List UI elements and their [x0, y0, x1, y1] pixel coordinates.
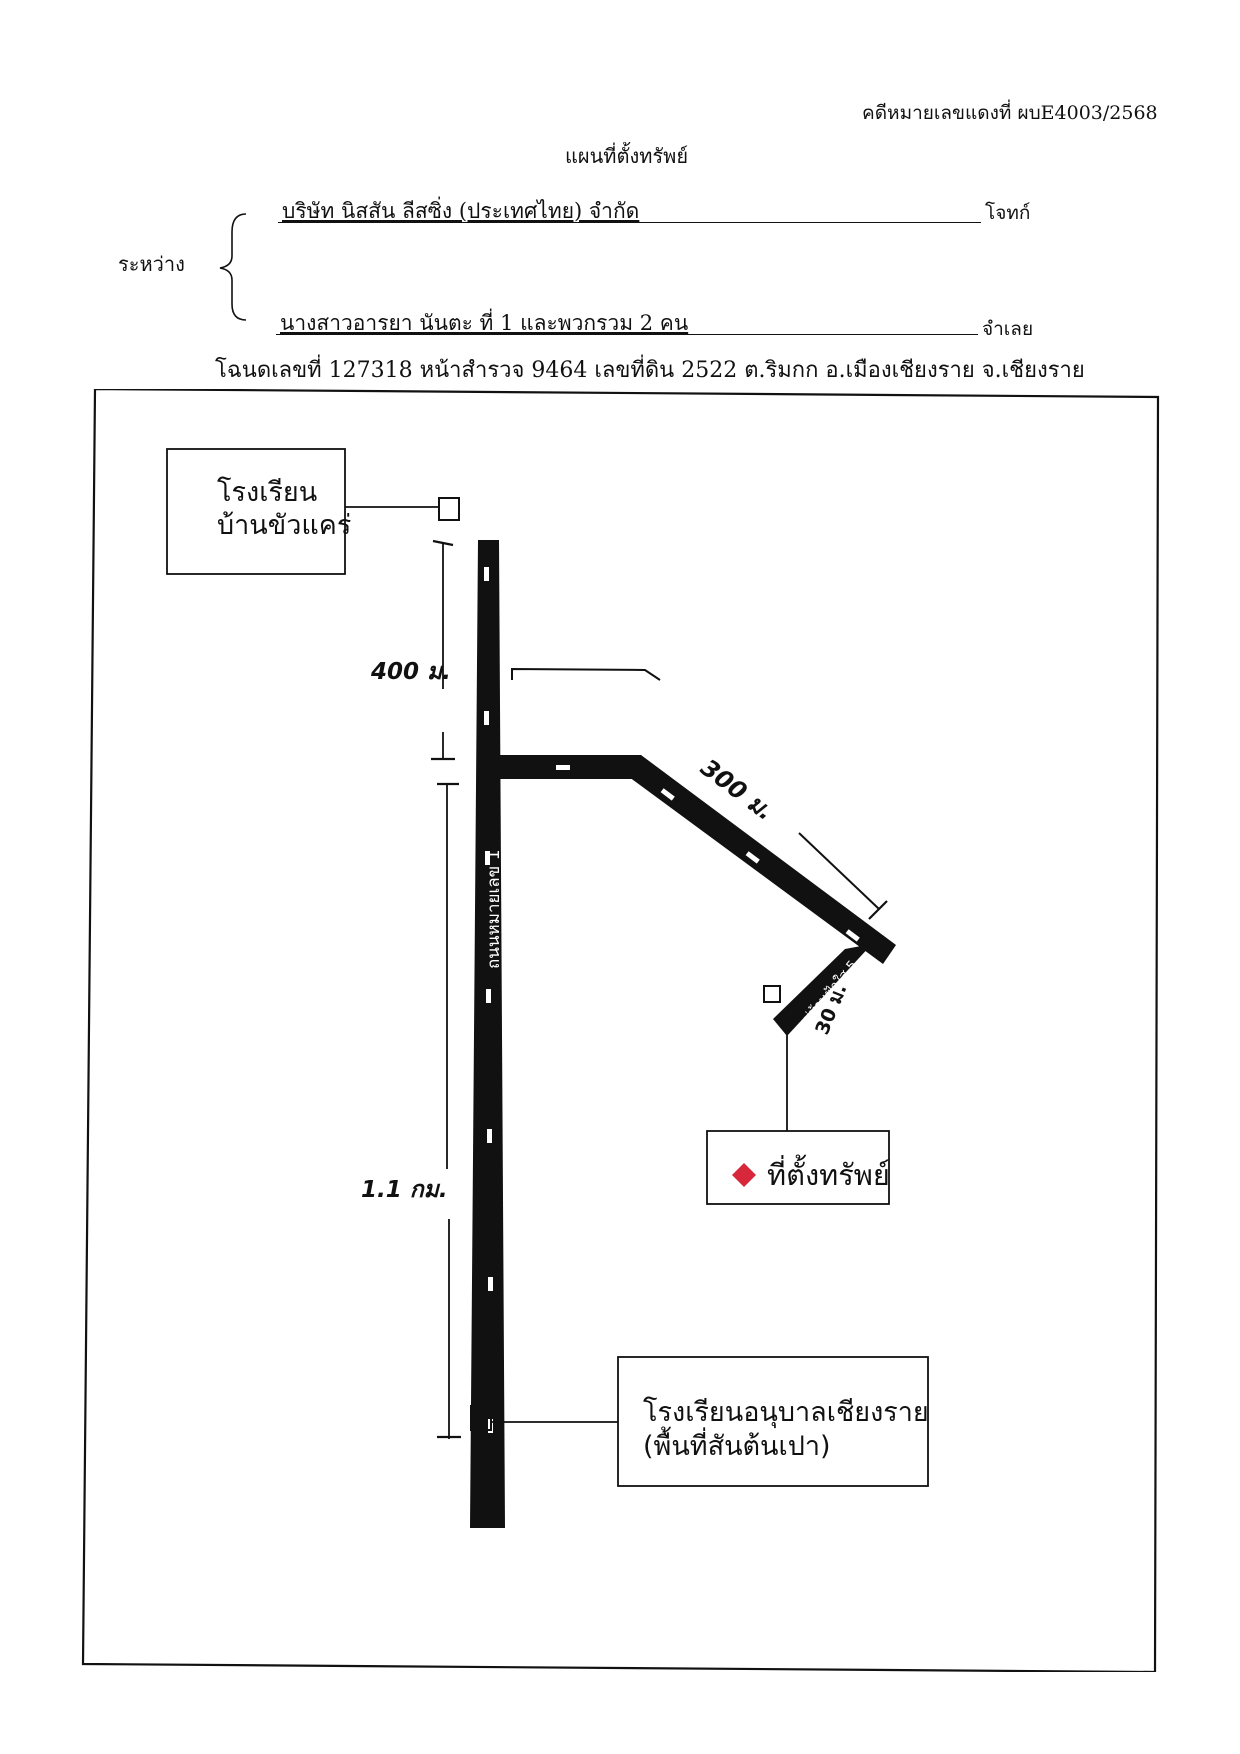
school-top-icon — [438, 497, 460, 521]
distance-tick — [432, 539, 454, 547]
property-house-icon — [763, 985, 781, 1003]
road-dash — [488, 1277, 493, 1291]
distance-tick — [868, 900, 888, 920]
diamond-marker-icon — [732, 1163, 756, 1187]
defendant-role: จำเลย — [982, 318, 1034, 340]
plaintiff-role: โจทก์ — [985, 202, 1031, 224]
road-dash — [745, 851, 760, 864]
branch-distance-line-d — [798, 832, 880, 910]
branch-road-diagonal — [629, 755, 896, 964]
distance-bottom-label: 1.1 กม. — [361, 1177, 448, 1203]
property-label: ที่ตั้งทรัพย์ — [767, 1154, 890, 1192]
branch-distance-line-h — [511, 667, 661, 681]
plaintiff-name: บริษัท นิสสัน ลีสซิ่ง (ประเทศไทย) จำกัด — [282, 199, 640, 223]
case-number: คดีหมายเลขแดงที่ ผบE4003/2568 — [862, 102, 1158, 124]
road-dash — [484, 567, 489, 581]
landmark-top-line1: โรงเรียน — [217, 477, 317, 508]
branch-road-horizontal — [499, 755, 656, 779]
distance-top-label: 400 ม. — [370, 659, 451, 685]
road-dashes — [484, 567, 860, 1433]
brace-icon — [219, 213, 247, 321]
map-canvas: โรงเรียน บ้านขัวแคร่ 400 ม. 1.1 กม. 300 … — [81, 387, 1160, 1674]
road-dash — [556, 765, 570, 770]
road-dash — [486, 989, 491, 1003]
map-border — [81, 387, 1160, 1674]
road-dash — [487, 1129, 492, 1143]
page-title: แผนที่ตั้งทรัพย์ — [565, 144, 689, 168]
defendant-underline — [276, 334, 978, 335]
landmark-bottom-line2: (พื้นที่สันต้นเปา) — [643, 1426, 831, 1462]
landmark-top-line2: บ้านขัวแคร่ — [217, 510, 351, 541]
main-road-label: ถนนหมายเลข 1 — [484, 849, 504, 969]
property-box — [706, 1130, 890, 1205]
defendant-name: นางสาวอารยา นันตะ ที่ 1 และพวกรวม 2 คน — [280, 311, 689, 335]
village-road — [773, 944, 872, 1036]
deed-info: โฉนดเลขที่ 127318 หน้าสำรวจ 9464 เลขที่ด… — [215, 358, 1085, 383]
map-frame: โรงเรียน บ้านขัวแคร่ 400 ม. 1.1 กม. 300 … — [81, 387, 1163, 1674]
landmark-bottom-line1: โรงเรียนอนุบาลเชียงราย — [643, 1397, 929, 1429]
school-bottom-icon — [470, 1405, 492, 1431]
road-dash — [845, 929, 860, 942]
landmark-bottom-box — [617, 1356, 929, 1487]
road-dash — [485, 851, 490, 865]
landmark-top-box — [166, 448, 346, 575]
between-label: ระหว่าง — [118, 252, 185, 276]
plaintiff-underline — [278, 222, 981, 223]
road-dash — [660, 788, 675, 801]
road-dash — [484, 711, 489, 725]
main-road — [470, 540, 505, 1528]
